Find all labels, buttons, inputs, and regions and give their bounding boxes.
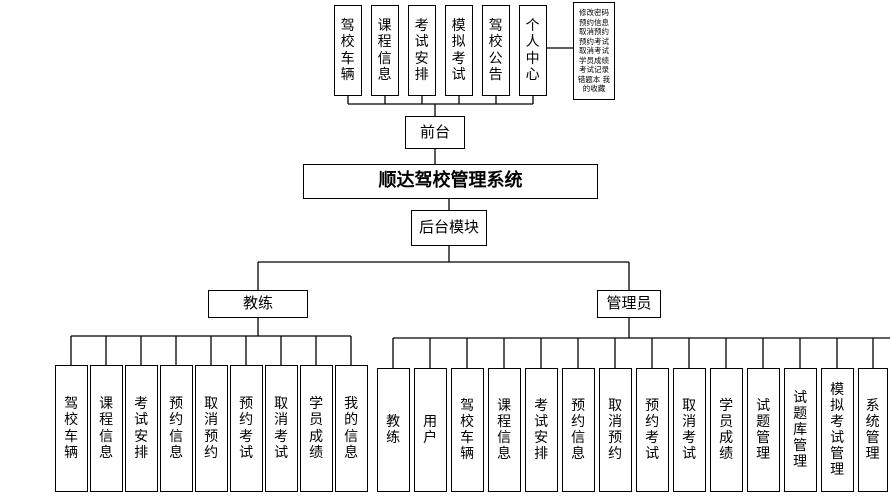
admin-module-student-scores: 学员成绩 [710,368,743,492]
admin-module-question-bank: 试题库管理 [784,368,817,492]
coach-module-my-info: 我的信息 [335,365,368,492]
admin-module-cancel-appointment: 取消预约 [599,368,632,492]
coach-module-exam-schedule: 考试安排 [125,365,158,492]
coach-module-vehicles: 驾校车辆 [55,365,88,492]
backend-box: 后台模块 [411,210,487,246]
frontend-module-courses: 课程信息 [371,5,399,96]
frontend-module-vehicles: 驾校车辆 [334,5,362,96]
admin-module-appointments: 预约信息 [562,368,595,492]
coach-module-student-scores: 学员成绩 [300,365,333,492]
admin-module-question-management: 试题管理 [747,368,780,492]
admin-module-system-management: 系统管理 [858,368,888,492]
system-title-box: 顺达驾校管理系统 [303,164,598,199]
admin-module-exam-schedule: 考试安排 [525,368,558,492]
frontend-module-personal-center: 个人中心 [519,5,547,96]
admin-module-users: 用户 [414,368,447,492]
admin-module-coaches: 教练 [377,368,410,492]
admin-module-book-exam: 预约考试 [636,368,669,492]
admin-module-courses: 课程信息 [488,368,521,492]
coach-module-appointments: 预约信息 [160,365,193,492]
coach-module-cancel-appointment: 取消预约 [195,365,228,492]
role-coach-box: 教练 [208,290,308,318]
coach-module-courses: 课程信息 [90,365,123,492]
admin-module-cancel-exam: 取消考试 [673,368,706,492]
admin-module-vehicles: 驾校车辆 [451,368,484,492]
frontend-module-mock-exam: 模拟考试 [445,5,473,96]
frontend-box: 前台 [405,116,465,149]
frontend-module-exam-schedule: 考试安排 [408,5,436,96]
role-admin-box: 管理员 [597,290,661,318]
personal-center-items: 修改密码 预约信息 取消预约 预约考试 取消考试 学员成绩 考试记录 错题本 我… [573,2,615,100]
coach-module-cancel-exam: 取消考试 [265,365,298,492]
frontend-module-announcements: 驾校公告 [482,5,510,96]
coach-module-book-exam: 预约考试 [230,365,263,492]
admin-module-mock-exam-management: 模拟考试管理 [821,368,854,492]
